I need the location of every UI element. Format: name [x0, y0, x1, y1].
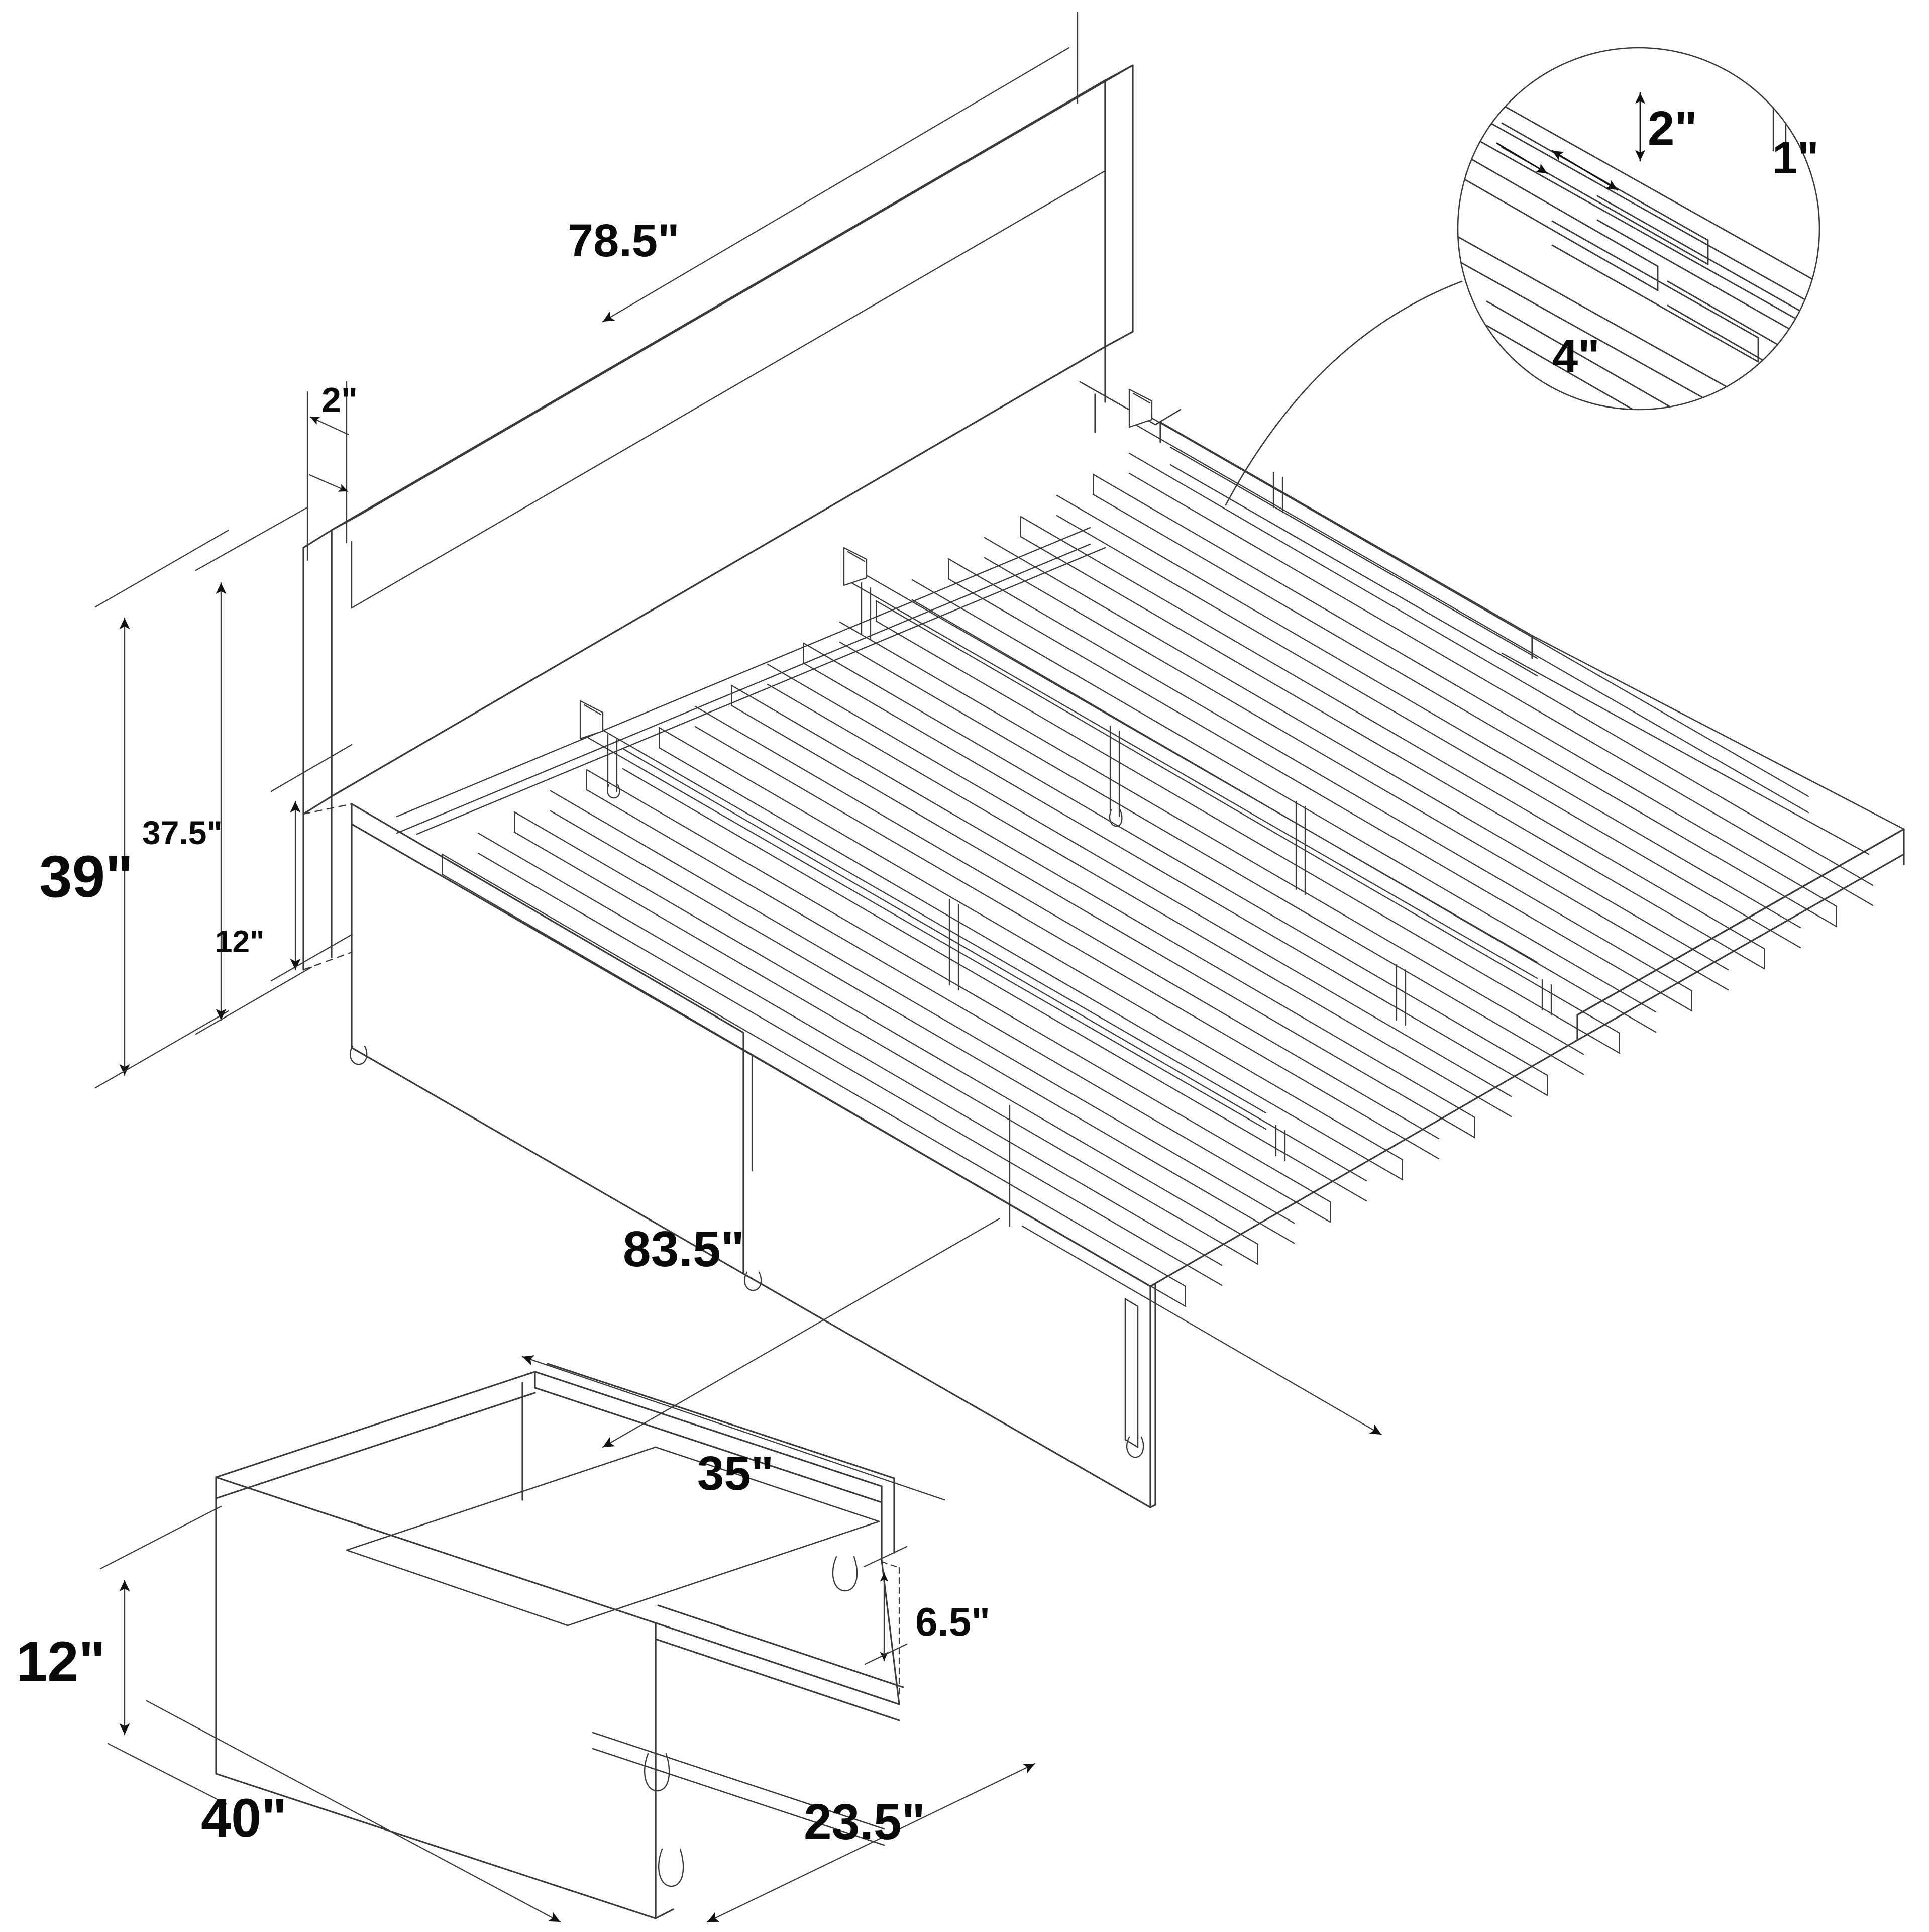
- dim-label-drawer-width: 35": [697, 1447, 774, 1500]
- dim-label-headboard-thickness: 2": [322, 380, 358, 420]
- dim-label-slat-thickness: 2": [1648, 101, 1697, 155]
- dim-label-headboard-width: 78.5": [568, 215, 680, 266]
- dim-headboard-thickness: [306, 381, 350, 561]
- dim-label-overall-height: 39": [39, 844, 133, 910]
- dim-label-drawer-height: 12": [16, 1630, 105, 1693]
- dim-label-slat-gap: 4": [1552, 331, 1600, 382]
- bed-frame-body: [349, 381, 1905, 1508]
- dim-drawer-depth: [706, 1763, 1036, 1923]
- dim-drawer-width: [521, 1355, 945, 1501]
- dim-label-drawer-side-height: 6.5": [915, 1599, 990, 1644]
- headboard: [302, 64, 1134, 971]
- inner-support-ledges: [396, 446, 1870, 855]
- detail-callout-leader: [1225, 280, 1463, 506]
- dim-label-deck-height: 12": [215, 925, 264, 959]
- dim-headboard-width: [602, 12, 1079, 323]
- slat-detail-inset: [1457, 47, 1820, 411]
- dim-drawer-length: [146, 1700, 561, 1923]
- dim-label-slat-width: 1": [1772, 133, 1819, 183]
- dim-label-drawer-depth: 23.5": [804, 1794, 925, 1850]
- dim-drawer-height: [99, 1505, 227, 1805]
- storage-drawer: [215, 1363, 904, 1919]
- dim-bed-length: [602, 1104, 1382, 1448]
- hidden-lines: [302, 803, 353, 1049]
- dim-label-bed-length: 83.5": [623, 1221, 744, 1277]
- slat-system: [441, 388, 1874, 1307]
- dim-label-drawer-length: 40": [201, 1787, 287, 1848]
- dim-stack-heights: [94, 506, 353, 1089]
- dim-drawer-side-height: [863, 1546, 908, 1665]
- dim-label-headboard-height: 37.5": [142, 814, 223, 851]
